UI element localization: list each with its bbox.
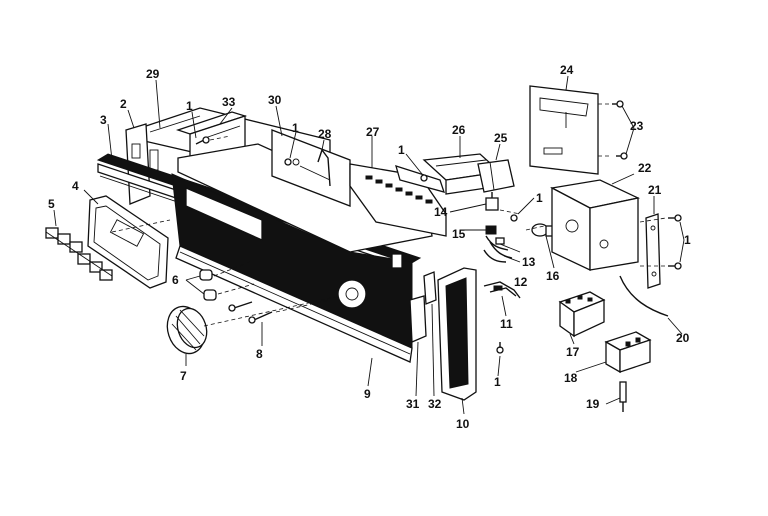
callout-labels: 29 1 33 2 3 30 1 28 27 26 25 24 23 22 21… — [48, 63, 691, 431]
alignment-lines — [111, 103, 667, 327]
callout-1f: 1 — [494, 375, 501, 389]
part-21-mounting-strip — [645, 213, 661, 289]
callout-21: 21 — [648, 183, 662, 197]
callout-1b: 1 — [292, 121, 299, 135]
part-18-switch — [604, 331, 652, 374]
callout-17: 17 — [566, 345, 580, 359]
part-10-vent-grille — [437, 267, 477, 401]
callout-2: 2 — [120, 97, 127, 111]
leader-lines — [53, 75, 685, 415]
callout-3: 3 — [100, 113, 107, 127]
part-23-screws — [612, 100, 628, 160]
callout-5: 5 — [48, 197, 55, 211]
callout-15: 15 — [452, 227, 466, 241]
part-24-cover-plate — [529, 85, 599, 175]
callout-13: 13 — [522, 255, 536, 269]
part-5-push-buttons — [45, 227, 113, 281]
callout-8: 8 — [256, 347, 263, 361]
callout-30: 30 — [268, 93, 282, 107]
part-25-relay — [477, 159, 515, 193]
callout-28: 28 — [318, 127, 332, 141]
callout-11: 11 — [500, 317, 513, 331]
callout-26: 26 — [452, 123, 466, 137]
callout-20: 20 — [676, 331, 690, 345]
part-4-bezel — [87, 195, 169, 289]
callout-10: 10 — [456, 417, 470, 431]
callout-31: 31 — [406, 397, 420, 411]
part-11-cable-clip — [483, 281, 521, 299]
part-32-retainer — [423, 271, 437, 305]
callout-25: 25 — [494, 131, 508, 145]
callout-12: 12 — [514, 275, 528, 289]
part-28-clip — [317, 148, 331, 187]
callout-14: 14 — [434, 205, 448, 219]
part-1-screws-right — [668, 214, 682, 270]
callout-9: 9 — [364, 387, 371, 401]
part-22-housing — [549, 179, 669, 317]
callout-7: 7 — [180, 369, 187, 383]
part-7-control-knob — [166, 305, 208, 355]
part-6-knob-inserts — [199, 269, 217, 301]
part-9-control-panel — [171, 143, 433, 363]
part-15-connector — [485, 225, 497, 235]
callout-23: 23 — [630, 119, 644, 133]
callout-22: 22 — [638, 161, 652, 175]
part-1-screws-scattered — [195, 136, 518, 354]
part-31-trim-strip — [409, 295, 427, 343]
callout-24: 24 — [560, 63, 574, 77]
callout-27: 27 — [366, 125, 380, 139]
part-27-circuit-board — [349, 163, 447, 237]
callout-1a: 1 — [186, 99, 193, 113]
callout-29: 29 — [146, 67, 160, 81]
callout-1c: 1 — [398, 143, 405, 157]
part-8-screws — [228, 301, 273, 324]
callout-18: 18 — [564, 371, 578, 385]
part-19-fuse — [619, 381, 627, 412]
callout-33: 33 — [222, 95, 236, 109]
callout-32: 32 — [428, 397, 442, 411]
callout-6: 6 — [172, 273, 179, 287]
part-12-13-wiring — [483, 235, 513, 263]
part-30-switch-bracket — [271, 129, 351, 207]
callout-4: 4 — [72, 179, 79, 193]
callout-1e: 1 — [684, 233, 691, 247]
part-17-terminal-block — [558, 291, 606, 338]
callout-16: 16 — [546, 269, 560, 283]
callout-1d: 1 — [536, 191, 543, 205]
callout-19: 19 — [586, 397, 600, 411]
part-14-bracket — [485, 192, 499, 211]
